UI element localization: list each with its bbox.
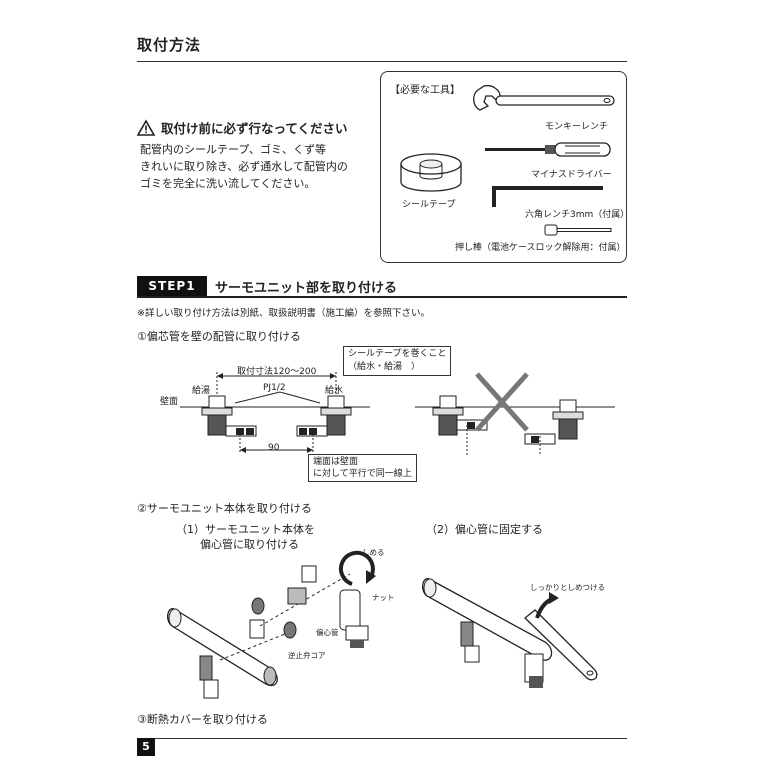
dim-range-label: 取付寸法120〜200 <box>237 367 317 377</box>
pj-label: PJ1/2 <box>263 383 286 393</box>
warning-heading-row: 取付け前に必ず行なってください <box>136 118 348 137</box>
nut-label: ナット <box>372 593 395 602</box>
seal-note-line: （給水・給湯 ） <box>348 362 421 372</box>
page-title: 取付方法 <box>137 36 202 54</box>
wrench-tighten-illustration <box>421 578 598 688</box>
substep3-heading: ③断熱カバーを取り付ける <box>137 713 268 726</box>
footer-divider <box>137 738 627 739</box>
step-banner <box>137 276 627 298</box>
hex-wrench-label: 六角レンチ3mm（付属） <box>525 210 630 220</box>
title-divider <box>137 61 627 62</box>
warning-body: 配管内のシールテープ、ゴミ、くず等 きれいに取り除き、必ず通水して配管内の ゴミ… <box>140 141 380 192</box>
eccentric-pipe-diagram-correct <box>180 372 370 454</box>
dim-90-label: 90 <box>268 443 280 453</box>
step-note: ※詳しい取り付け方法は別紙、取扱説明書（施工編）を参照下さい。 <box>137 308 430 319</box>
tighten-firmly-label: しっかりとしめつける <box>530 583 605 592</box>
seal-tape-icon <box>400 153 462 192</box>
substep2-a-line1: （1）サーモユニット本体を <box>176 523 315 536</box>
screwdriver-label: マイナスドライバー <box>531 170 612 180</box>
tools-box <box>380 71 627 263</box>
step-title: サーモユニット部を取り付ける <box>215 281 398 296</box>
warning-line: きれいに取り除き、必ず通水して配管内の <box>140 160 348 173</box>
tools-heading: 【必要な工具】 <box>390 85 460 96</box>
seal-note-line: シールテープを巻くこと <box>348 349 447 359</box>
page-number: 5 <box>137 738 155 756</box>
thermo-unit-install-illustration <box>166 550 376 699</box>
push-rod-icon <box>544 224 612 236</box>
eccentric-label: 偏心管 <box>316 628 339 637</box>
warning-line: ゴミを完全に洗い流してください。 <box>140 177 316 190</box>
warning-line: 配管内のシールテープ、ゴミ、くず等 <box>140 143 327 156</box>
substep2-b-heading: （2）偏心管に固定する <box>426 523 543 536</box>
seal-tape-label: シールテープ <box>402 200 456 210</box>
end-note-line: に対して平行で同一線上 <box>313 469 412 479</box>
substep2-a-line2: 偏心管に取り付ける <box>200 538 299 551</box>
push-rod-label: 押し棒（電池ケースロック解除用：付属） <box>455 243 626 253</box>
warning-icon <box>136 118 156 136</box>
tighten-label: しめる <box>362 548 385 557</box>
seal-note-box: シールテープを巻くこと （給水・給湯 ） <box>343 346 452 376</box>
monkey-wrench-icon <box>473 84 615 111</box>
hot-label: 給湯 <box>192 386 211 396</box>
warning-heading: 取付け前に必ず行なってください <box>161 121 348 136</box>
screwdriver-icon <box>485 142 611 157</box>
hex-wrench-icon <box>492 186 603 207</box>
check-core-label: 逆止弁コア <box>288 651 326 660</box>
monkey-wrench-label: モンキーレンチ <box>545 122 609 132</box>
substep1-heading: ①偏芯管を壁の配管に取り付ける <box>137 330 301 343</box>
cold-label: 給水 <box>325 386 344 396</box>
step-badge: STEP1 <box>137 276 207 296</box>
end-note-line: 端面は壁面 <box>313 457 359 467</box>
wall-label: 壁面 <box>160 397 179 407</box>
eccentric-pipe-diagram-wrong <box>415 372 615 455</box>
substep2-heading: ②サーモユニット本体を取り付ける <box>137 502 312 515</box>
end-note-box: 端面は壁面 に対して平行で同一線上 <box>308 454 417 482</box>
